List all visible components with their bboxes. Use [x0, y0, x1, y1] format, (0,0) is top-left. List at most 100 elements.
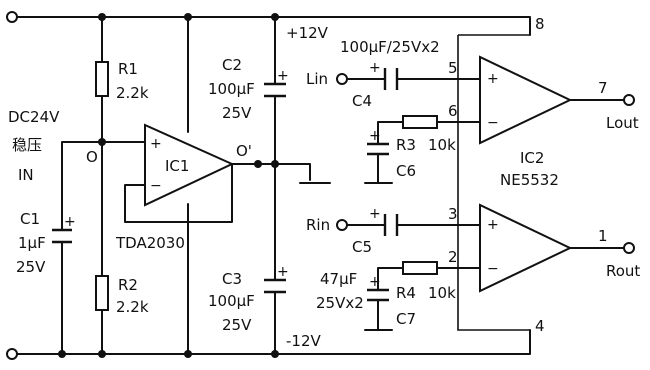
- junction-dot: [254, 160, 262, 168]
- ic2b-minus-sign: −: [487, 261, 499, 277]
- ic1-minus-sign: −: [150, 178, 162, 194]
- c3-name: C3: [222, 270, 242, 288]
- rout-terminal: [623, 242, 635, 254]
- capacitor-polarity-marks: + + + + + + +: [64, 60, 381, 290]
- node-o-prime-label: O': [236, 142, 252, 160]
- lin-terminal: [336, 73, 348, 85]
- capacitor-c2: [264, 82, 286, 98]
- rout-label: Rout: [606, 262, 640, 280]
- c3-plus-sign: +: [277, 264, 289, 280]
- junction-dot: [184, 13, 192, 21]
- supply-label-in: IN: [18, 166, 34, 184]
- ic2b-plus-sign: +: [487, 217, 499, 233]
- resistor-r4: [402, 261, 438, 275]
- supply-plus-terminal: [6, 11, 18, 23]
- c5-value-capacitance: 47μF: [320, 270, 357, 288]
- ic1-plus-sign: +: [150, 136, 162, 152]
- junction-dot: [58, 350, 66, 358]
- c4-plus-sign: +: [369, 60, 381, 76]
- ic2-part-label: NE5532: [500, 171, 559, 189]
- junction-dot: [98, 13, 106, 21]
- junction-dots: [58, 13, 279, 358]
- resistor-r1: [95, 61, 109, 97]
- r2-value: 2.2k: [116, 298, 149, 316]
- lout-label: Lout: [606, 114, 639, 132]
- ic2a-minus-sign: −: [487, 115, 499, 131]
- pin-8-label: 8: [535, 15, 545, 33]
- c1-name: C1: [20, 210, 40, 228]
- resistor-r3: [402, 115, 438, 129]
- c7-name: C7: [396, 310, 416, 328]
- ic1-feedback-wire: [124, 163, 233, 223]
- capacitor-c3: [264, 278, 286, 294]
- ic1-part-label: TDA2030: [115, 234, 185, 252]
- r4-value: 10k: [428, 284, 456, 302]
- ic2-package-outline: [457, 34, 530, 331]
- junction-dot: [271, 350, 279, 358]
- lout-terminal: [623, 94, 635, 106]
- c1-plus-sign: +: [64, 214, 76, 230]
- supply-minus-terminal: [6, 348, 18, 360]
- supply-label-regulated: 稳压: [12, 136, 42, 154]
- c3-value-voltage: 25V: [222, 316, 252, 334]
- c6-name: C6: [396, 162, 416, 180]
- ic1-output-wire: [231, 163, 311, 181]
- junction-dot: [98, 138, 106, 146]
- ic1-label: IC1: [165, 157, 189, 175]
- capacitor-c6: [367, 142, 389, 156]
- junction-dot: [271, 160, 279, 168]
- capacitor-c5: [383, 214, 399, 236]
- c7-plus-sign: +: [369, 274, 381, 290]
- r4-name: R4: [396, 284, 416, 302]
- r3-name: R3: [396, 136, 416, 154]
- resistor-r2: [95, 275, 109, 311]
- bottom-rail-wire: [14, 329, 531, 355]
- pin-7-label: 7: [598, 79, 608, 97]
- c6-plus-sign: +: [369, 128, 381, 144]
- c5-name: C5: [352, 238, 372, 256]
- c2-value-voltage: 25V: [222, 104, 252, 122]
- rin-terminal: [336, 219, 348, 231]
- op-amp-ic2-a: [479, 55, 573, 145]
- terminals: [6, 11, 635, 360]
- c2-name: C2: [222, 56, 242, 74]
- op-amp-ic1: [144, 123, 235, 207]
- c5-value-voltage: 25Vx2: [316, 294, 364, 312]
- capacitor-c7: [367, 288, 389, 302]
- junction-dot: [184, 350, 192, 358]
- r3-c6-wire: [364, 121, 481, 184]
- pin-5-label: 5: [448, 59, 458, 77]
- capacitor-c1: [52, 228, 72, 244]
- junction-dot: [98, 350, 106, 358]
- c1-wire: [61, 141, 103, 355]
- pin-2-label: 2: [448, 248, 458, 266]
- capacitor-c4: [383, 68, 399, 90]
- node-o-label: O: [86, 148, 98, 166]
- c4-name: C4: [352, 92, 372, 110]
- op-amp-ic2-b: [479, 203, 573, 293]
- pin-6-label: 6: [448, 102, 458, 120]
- supply-label-voltage: DC24V: [8, 108, 60, 126]
- c2-value-capacitance: 100μF: [208, 80, 255, 98]
- r2-name: R2: [118, 276, 138, 294]
- r1-name: R1: [118, 60, 138, 78]
- lin-label: Lin: [306, 70, 328, 88]
- c1-value-capacitance: 1μF: [18, 234, 46, 252]
- ic2a-plus-sign: +: [487, 71, 499, 87]
- junction-dot: [271, 13, 279, 21]
- pin-3-label: 3: [448, 205, 458, 223]
- r1-value: 2.2k: [116, 84, 149, 102]
- c4-value: 100μF/25Vx2: [340, 38, 440, 56]
- rin-label: Rin: [306, 216, 330, 234]
- c2-plus-sign: +: [277, 68, 289, 84]
- pin-1-label: 1: [598, 227, 608, 245]
- minus-rail-label: -12V: [286, 332, 321, 350]
- c1-value-voltage: 25V: [16, 258, 46, 276]
- r3-value: 10k: [428, 136, 456, 154]
- c5-plus-sign: +: [369, 206, 381, 222]
- plus-rail-label: +12V: [286, 24, 329, 42]
- ic2-label: IC2: [520, 149, 544, 167]
- c3-value-capacitance: 100μF: [208, 292, 255, 310]
- pin-4-label: 4: [535, 317, 545, 335]
